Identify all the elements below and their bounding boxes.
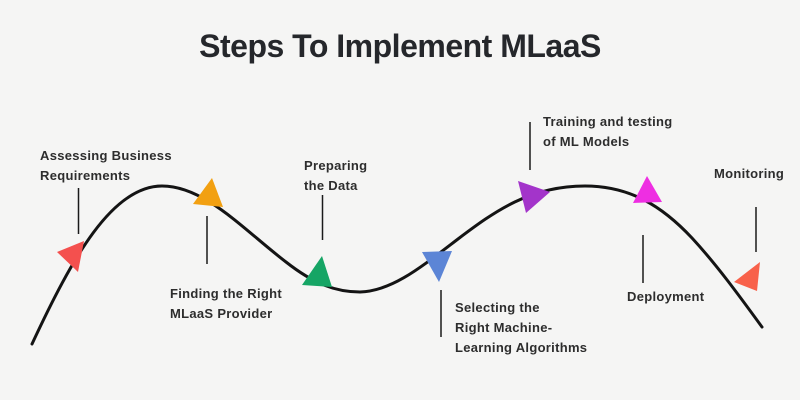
journey-curve-line xyxy=(30,184,764,346)
step-label-finding-mlaas-provider: Finding the Right MLaaS Provider xyxy=(170,286,282,321)
marker-triangle-training xyxy=(518,181,550,213)
marker-triangle-selecting xyxy=(422,251,452,282)
step-label-training-testing-ml-models: Training and testing of ML Models xyxy=(543,114,673,149)
marker-triangle-monitoring xyxy=(734,262,760,291)
page-title: Steps To Implement MLaaS xyxy=(199,28,601,64)
step-label-assessing-business-requirements: Assessing Business Requirements xyxy=(40,148,172,183)
step-label-monitoring: Monitoring xyxy=(714,166,785,181)
step-label-selecting-ml-algorithms: Selecting the Right Machine- Learning Al… xyxy=(455,300,588,355)
marker-triangle-assessing xyxy=(57,241,84,272)
marker-triangle-finding xyxy=(193,178,223,207)
step-label-deployment: Deployment xyxy=(627,289,705,304)
marker-triangle-deployment xyxy=(633,176,662,203)
marker-triangle-preparing xyxy=(302,256,332,287)
step-label-preparing-the-data: Preparing the Data xyxy=(304,158,368,193)
